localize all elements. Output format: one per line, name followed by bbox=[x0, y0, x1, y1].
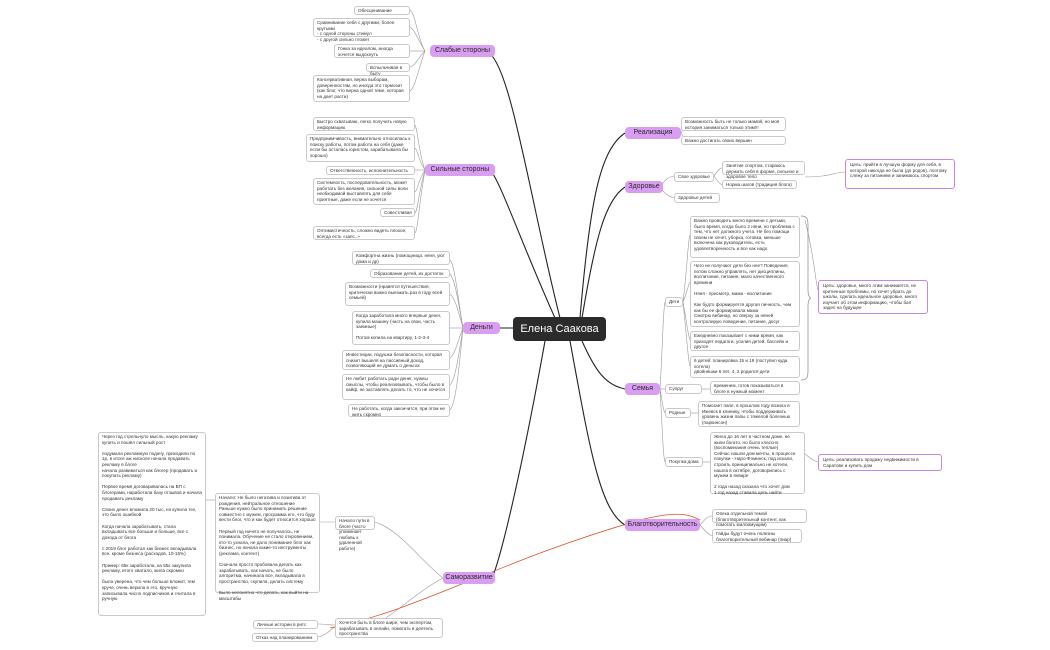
central-node[interactable]: Елена Саакова bbox=[513, 317, 606, 341]
strong-item[interactable]: Оптимистичность, сложно видеть плохое, в… bbox=[313, 226, 415, 240]
strong-item[interactable]: Предприимчивость, внимательно относилась… bbox=[306, 134, 415, 162]
money-item[interactable]: Инвестиции, подушка безопасности, котора… bbox=[342, 350, 450, 370]
selfdev-start-note[interactable]: Начало: Не было негатива и позитива от р… bbox=[215, 493, 320, 601]
goal-kids-health[interactable]: Цель: здоровье, много этим занимается, н… bbox=[818, 280, 928, 314]
realization-item[interactable]: Важно достигать своих вершин bbox=[681, 136, 786, 145]
health-own[interactable]: Свое здоровье bbox=[674, 172, 714, 182]
strong-item[interactable]: Ответственность, исполнительность bbox=[326, 166, 415, 175]
selfdev-small-item[interactable]: Отказ над планированием bbox=[252, 633, 318, 642]
health-item[interactable]: Норма шагов (традиция блога) bbox=[722, 180, 797, 189]
weak-item[interactable]: Консервативная, верна выборам, доверенно… bbox=[313, 75, 410, 102]
family-house[interactable]: Покупка дома bbox=[665, 457, 703, 467]
weak-item[interactable]: Сравнивание себя с другими, более крутым… bbox=[313, 18, 410, 42]
parents-item[interactable]: Помогает папе, в прошлом году возила в И… bbox=[698, 401, 800, 427]
health-item[interactable]: Занятие спортом, стараюсь держать себя в… bbox=[722, 161, 805, 179]
selfdev-history-note[interactable]: Через год стрельнуло мысль, какую реклам… bbox=[98, 432, 206, 616]
kids-item[interactable]: Ежедневно показывает с ними время, как п… bbox=[690, 331, 800, 351]
topic-strong-sides[interactable]: Сильные стороны bbox=[425, 164, 495, 176]
topic-health[interactable]: Здоровье bbox=[625, 181, 663, 193]
money-item[interactable]: Возможности (нравятся путешествия, крити… bbox=[345, 282, 450, 306]
strong-item[interactable]: Быстро схватываю, легко получить новую и… bbox=[313, 117, 415, 131]
family-parents[interactable]: Родные bbox=[665, 408, 691, 418]
goal-house[interactable]: Цель: реализовать продажу недвижимости в… bbox=[818, 454, 942, 471]
weak-item[interactable]: Вспыльчивая в быту bbox=[366, 63, 410, 76]
money-item[interactable]: Когда заработала много впервые денег, ку… bbox=[352, 311, 450, 345]
money-item[interactable]: Не любит работать ради денег, нужны смыс… bbox=[342, 374, 450, 400]
topic-charity[interactable]: Благотворительность bbox=[625, 519, 700, 531]
kids-bracket bbox=[800, 215, 812, 381]
weak-item[interactable]: Гонка за идеалом, иногда хочется выдохну… bbox=[334, 44, 410, 58]
topic-self-development[interactable]: Саморазвитие bbox=[443, 572, 495, 584]
goal-health[interactable]: Цель: прийти в лучшую форму для себя, в … bbox=[845, 159, 955, 189]
selfdev-future[interactable]: Хочется быть в блоге шире, чем экспертом… bbox=[335, 618, 443, 638]
kids-item[interactable]: 6 детей: планировка 15 и 19 (поступил ку… bbox=[690, 356, 800, 378]
kids-item[interactable]: Чего не получают дети без нее? Поведения… bbox=[690, 261, 800, 327]
house-item[interactable]: Жила до 16 лет в частном доме, не жили б… bbox=[710, 432, 805, 495]
realization-item[interactable]: Возможность быть не только мамой, но моя… bbox=[681, 117, 786, 131]
spouse-item[interactable]: временем, готов показываться в блоге в н… bbox=[710, 381, 800, 395]
family-spouse[interactable]: Супруг bbox=[665, 384, 702, 394]
topic-family[interactable]: Семья bbox=[625, 383, 660, 395]
charity-item[interactable]: Гайды будут очень полезны благотворитель… bbox=[712, 529, 802, 543]
topic-weak-sides[interactable]: Слабые стороны bbox=[430, 45, 495, 57]
topic-realization[interactable]: Реализация bbox=[625, 127, 681, 139]
family-kids[interactable]: Дети bbox=[665, 297, 683, 307]
money-item[interactable]: Образование детей, их достаток bbox=[370, 269, 450, 278]
money-item[interactable]: Комфортна жизнь (помощница, няня, уют до… bbox=[352, 251, 450, 265]
charity-item[interactable]: Опека отдельной темой (благотворительный… bbox=[712, 509, 807, 527]
strong-item[interactable]: Совестливая bbox=[380, 208, 415, 217]
selfdev-path-start[interactable]: Начало пути в блоге (часто упоминает люб… bbox=[335, 516, 375, 551]
strong-item[interactable]: Системность, последовательность, может р… bbox=[313, 178, 415, 205]
weak-item[interactable]: Обесценивание bbox=[354, 6, 410, 15]
health-kids[interactable]: Здоровье детей bbox=[674, 193, 720, 203]
selfdev-small-item[interactable]: Личные истории в ритс bbox=[253, 620, 318, 629]
kids-item[interactable]: Важно проводить много времени с детьми, … bbox=[690, 216, 800, 258]
money-item[interactable]: Не работать, когда закончится, при этом … bbox=[348, 404, 450, 417]
topic-money[interactable]: Деньги bbox=[463, 322, 500, 334]
